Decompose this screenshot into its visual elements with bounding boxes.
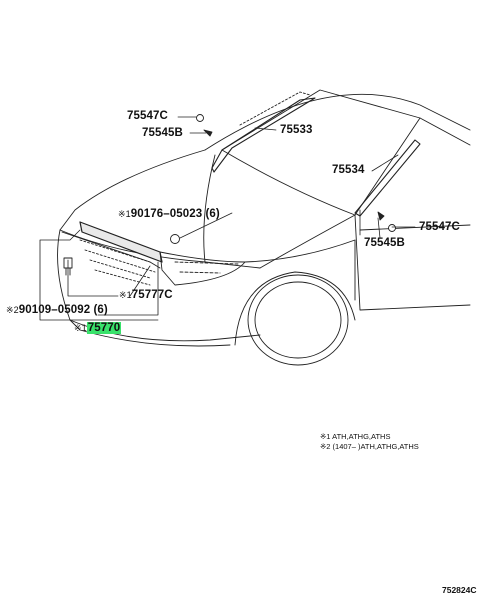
cowl-moulding	[211, 97, 316, 173]
label-75533: 75533	[280, 124, 313, 136]
label-75777c-number: 75777C	[131, 289, 173, 301]
hood-outline	[59, 149, 206, 231]
a-pillar-right	[354, 117, 421, 216]
leaders	[39, 116, 416, 321]
label-90109-prefix: ※2	[6, 305, 19, 315]
front-bumper	[57, 229, 261, 342]
grille-moulding	[79, 221, 163, 263]
hood-side	[259, 214, 356, 269]
diagram-ref-code: 752824C	[442, 585, 477, 595]
label-75545b-top: 75545B	[142, 127, 183, 139]
hood-front-edge	[59, 229, 261, 269]
label-75547c-top: 75547C	[127, 110, 168, 122]
clip-right	[388, 224, 396, 232]
label-75777c-prefix: ※1	[119, 290, 132, 300]
label-90176-number: 90176–05023 (6)	[130, 208, 220, 220]
windshield-side-moulding	[354, 139, 421, 217]
fender-line	[244, 239, 356, 301]
note-2: ※2 (1407– )ATH,ATHG,ATHS	[320, 442, 419, 451]
wheel	[247, 274, 349, 366]
label-90109: ※290109–05092 (6)	[6, 304, 108, 317]
headlamp	[159, 251, 246, 286]
label-75545b-right: 75545B	[364, 237, 405, 249]
label-75534: 75534	[332, 164, 365, 176]
label-90176: ※190176–05023 (6)	[118, 208, 220, 221]
roof-line	[204, 93, 471, 151]
wheel-arch	[234, 271, 356, 346]
label-75777c: ※175777C	[119, 289, 173, 302]
label-75770-number[interactable]: 75770	[86, 322, 122, 334]
windshield-bottom	[221, 149, 356, 216]
door-line	[354, 214, 471, 311]
label-75770: ※175770	[74, 322, 122, 335]
label-75770-prefix: ※1	[74, 323, 87, 333]
label-90109-number: 90109–05092 (6)	[18, 304, 108, 316]
label-75547c-right: 75547C	[419, 221, 460, 233]
nut-90176	[170, 234, 180, 244]
note-1: ※1 ATH,ATHG,ATHS	[320, 432, 391, 441]
label-90176-prefix: ※1	[118, 209, 131, 219]
clip-top	[196, 114, 204, 122]
windshield-top	[221, 89, 471, 151]
